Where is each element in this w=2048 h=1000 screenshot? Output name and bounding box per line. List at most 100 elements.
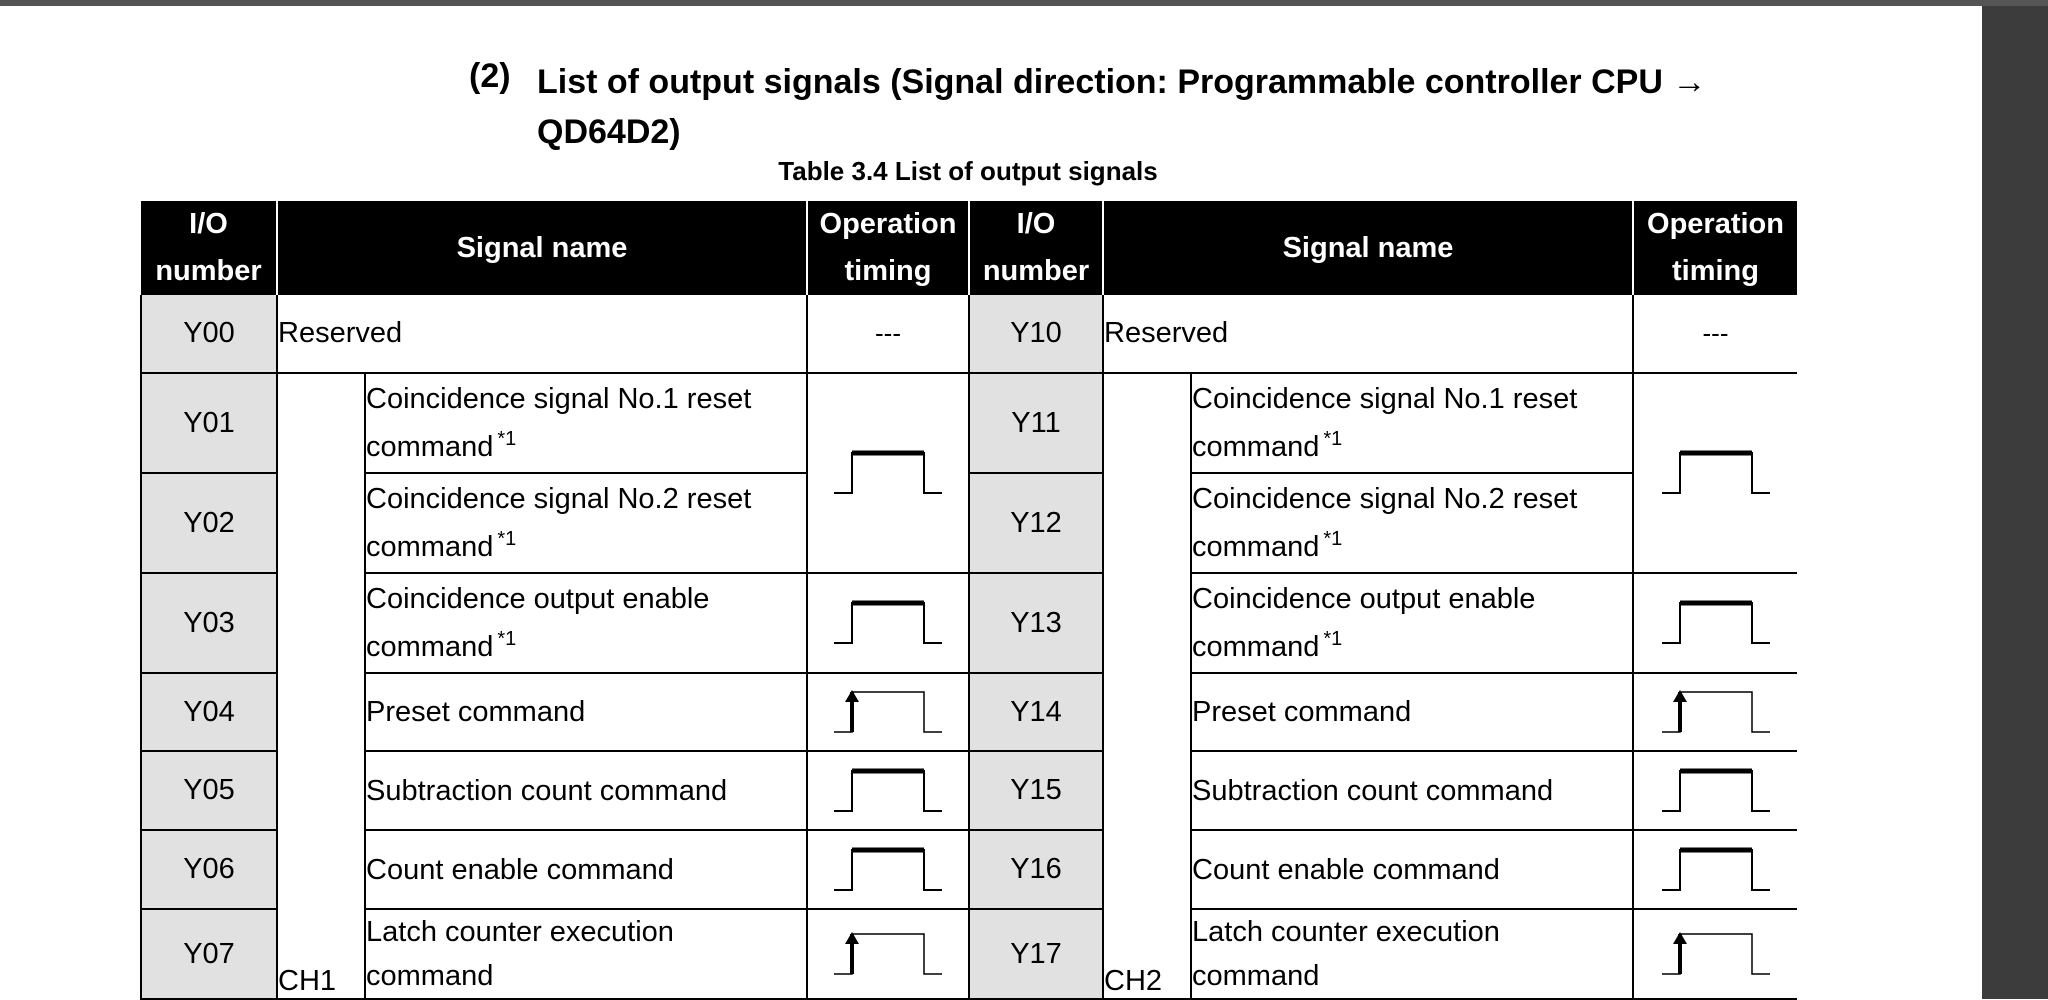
io-number-cell: Y12 xyxy=(968,473,1104,574)
signal-name-cell: Count enable command xyxy=(1190,830,1633,910)
timing-cell xyxy=(1632,673,1797,752)
signal-name-text: Coincidence output enable command xyxy=(366,583,710,663)
signal-name-text: Coincidence signal No.2 reset command xyxy=(366,483,752,563)
io-number-cell: Y15 xyxy=(968,751,1104,831)
timing-cell xyxy=(1632,373,1797,574)
header-operation-timing: Operation timing xyxy=(806,201,969,295)
signal-name-cell: Latch counter execution command xyxy=(364,909,807,1000)
signal-name-text: Count enable command xyxy=(366,853,674,886)
io-number-cell: Y03 xyxy=(140,573,278,674)
signal-name-text: Subtraction count command xyxy=(1192,774,1554,807)
io-number-cell: Y07 xyxy=(140,909,278,1000)
signal-name-cell: Coincidence signal No.2 reset command*1 xyxy=(1190,473,1633,574)
channel-label: CH1 xyxy=(277,373,365,1000)
timing-cell xyxy=(806,573,969,674)
signal-name-text: Coincidence signal No.1 reset command xyxy=(366,383,752,463)
level-timing-icon xyxy=(834,847,942,891)
signal-name-cell: Latch counter execution command xyxy=(1190,909,1633,1000)
timing-cell xyxy=(1632,909,1797,1000)
io-number-cell: Y06 xyxy=(140,830,278,910)
io-number-cell: Y00 xyxy=(140,295,278,374)
table-row: Y06 Count enable command Y16 Count enabl… xyxy=(140,830,1797,910)
table-row: Y03 Coincidence output enable command*1 … xyxy=(140,573,1797,674)
level-timing-icon xyxy=(1661,450,1770,494)
level-timing-icon xyxy=(834,600,942,644)
table-row: Y05 Subtraction count command Y15 Subtra… xyxy=(140,751,1797,831)
table-caption: Table 3.4 List of output signals xyxy=(778,156,1158,186)
rising-edge-timing-icon xyxy=(1661,690,1770,733)
signal-name-cell: Subtraction count command xyxy=(364,751,807,831)
signal-name-cell: Coincidence signal No.1 reset command*1 xyxy=(364,373,807,474)
signal-name-text: Count enable command xyxy=(1192,853,1500,886)
timing-cell: --- xyxy=(806,295,969,374)
signal-name-text: Coincidence signal No.1 reset command xyxy=(1192,383,1578,463)
signal-name-cell: Coincidence signal No.1 reset command*1 xyxy=(1190,373,1633,474)
header-io-number: I/O number xyxy=(141,201,277,295)
channel-label: CH2 xyxy=(1103,373,1191,1000)
section-title: List of output signals (Signal direction… xyxy=(537,63,1707,151)
io-number-cell: Y16 xyxy=(968,830,1104,910)
signal-name-cell: Subtraction count command xyxy=(1190,751,1633,831)
timing-cell xyxy=(806,373,969,574)
footnote-marker: *1 xyxy=(1323,528,1343,551)
rising-edge-timing-icon xyxy=(834,932,942,975)
header-signal-name: Signal name xyxy=(276,201,807,295)
header-signal-name: Signal name xyxy=(1102,201,1633,295)
viewer-top-bar xyxy=(0,0,2048,6)
level-timing-icon xyxy=(1661,847,1770,891)
io-number-cell: Y17 xyxy=(968,909,1104,1000)
table-row: Y01 CH1 Coincidence signal No.1 reset co… xyxy=(140,373,1797,1000)
rising-edge-timing-icon xyxy=(1661,932,1770,975)
timing-cell xyxy=(806,830,969,910)
io-number-cell: Y02 xyxy=(140,473,278,574)
table-row: Y07 Latch counter execution command Y17 … xyxy=(140,909,1797,1000)
signal-name-text: Coincidence signal No.2 reset command xyxy=(1192,483,1578,563)
table-row: Y02 Coincidence signal No.2 reset comman… xyxy=(140,473,1797,574)
level-timing-icon xyxy=(1661,600,1770,644)
signal-name-cell: Coincidence output enable command*1 xyxy=(364,573,807,674)
rising-edge-timing-icon xyxy=(834,690,942,733)
signal-name-text: Latch counter execution command xyxy=(366,916,674,992)
signal-name-text: Preset command xyxy=(366,696,586,728)
io-number-cell: Y01 xyxy=(140,373,278,474)
io-number-cell: Y11 xyxy=(968,373,1104,474)
signal-name-cell: Preset command xyxy=(364,673,807,752)
footnote-marker: *1 xyxy=(1323,628,1343,651)
table-header-row: I/O number Signal name Operation timing … xyxy=(141,201,1797,295)
io-number-cell: Y05 xyxy=(140,751,278,831)
io-number-cell: Y14 xyxy=(968,673,1104,752)
timing-cell xyxy=(1632,573,1797,674)
footnote-marker: *1 xyxy=(497,528,517,551)
io-number-cell: Y13 xyxy=(968,573,1104,674)
timing-cell xyxy=(1632,751,1797,831)
timing-cell xyxy=(806,751,969,831)
footnote-marker: *1 xyxy=(1323,428,1343,451)
viewer-scrollbar-panel[interactable] xyxy=(1982,6,2048,999)
level-timing-icon xyxy=(834,768,942,812)
table-row: Y04 Preset command Y14 Preset command xyxy=(140,673,1797,752)
footnote-marker: *1 xyxy=(497,628,517,651)
signal-name-text: Coincidence output enable command xyxy=(1192,583,1536,663)
signal-name-text: Preset command xyxy=(1192,696,1412,728)
section-number: (2) xyxy=(469,57,511,95)
io-number-cell: Y04 xyxy=(140,673,278,752)
header-io-number: I/O number xyxy=(968,201,1103,295)
footnote-marker: *1 xyxy=(497,428,517,451)
signal-name-cell: Preset command xyxy=(1190,673,1633,752)
timing-cell xyxy=(806,909,969,1000)
timing-cell: --- xyxy=(1632,295,1797,374)
signal-name-text: Subtraction count command xyxy=(366,774,728,807)
signal-name-cell: Count enable command xyxy=(364,830,807,910)
level-timing-icon xyxy=(834,450,942,494)
signal-name-text: Latch counter execution command xyxy=(1192,916,1500,992)
signal-name-cell: Reserved xyxy=(1103,295,1633,374)
timing-cell xyxy=(806,673,969,752)
signal-name-cell: Coincidence output enable command*1 xyxy=(1190,573,1633,674)
signal-name-cell: Reserved xyxy=(277,295,807,374)
header-operation-timing: Operation timing xyxy=(1632,201,1797,295)
timing-cell xyxy=(1632,830,1797,910)
output-signals-table: I/O number Signal name Operation timing … xyxy=(140,201,1797,1000)
table-row: Y00 Reserved --- Y10 Reserved --- xyxy=(140,295,1797,374)
io-number-cell: Y10 xyxy=(968,295,1104,374)
level-timing-icon xyxy=(1661,768,1770,812)
